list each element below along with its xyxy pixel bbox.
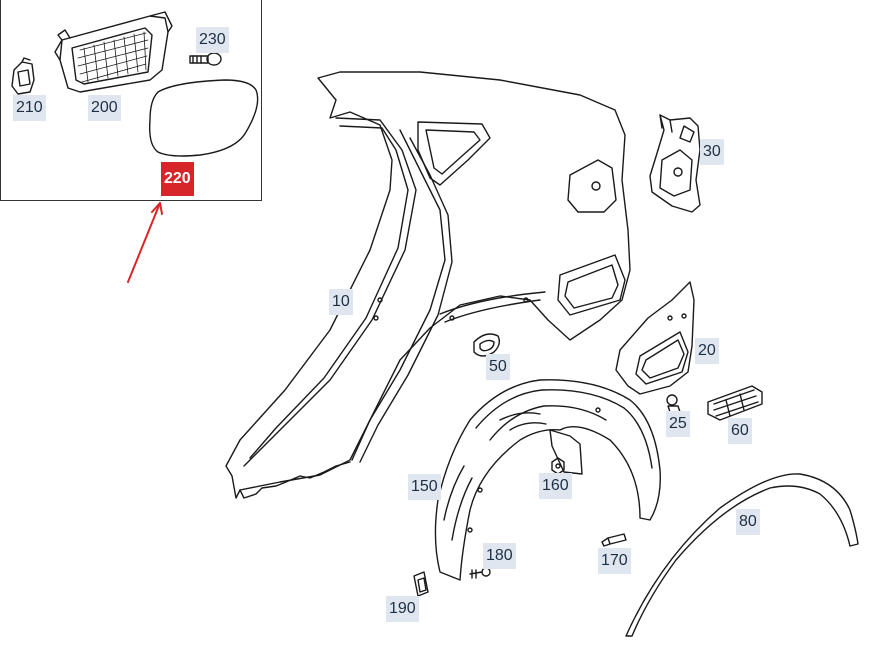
callout-50[interactable]: 50 (486, 354, 510, 380)
callout-220-highlighted[interactable]: 220 (161, 162, 194, 196)
callout-200[interactable]: 200 (88, 95, 121, 121)
fuel-door-inset-frame (0, 0, 262, 201)
callout-25[interactable]: 25 (666, 411, 690, 437)
callout-10[interactable]: 10 (329, 289, 353, 315)
part-80-wheel-arch-trim (625, 473, 859, 637)
part-60-vent (707, 385, 763, 421)
callout-80[interactable]: 80 (736, 509, 760, 535)
callout-230[interactable]: 230 (196, 27, 229, 53)
part-230-bolt (189, 52, 222, 66)
part-150-wheel-arch-liner (434, 379, 661, 581)
part-160-nut (551, 457, 565, 475)
part-25-clip (666, 394, 681, 413)
callout-180[interactable]: 180 (483, 543, 516, 569)
part-180-screw (469, 567, 491, 579)
part-210-actuator (11, 57, 35, 95)
callout-150[interactable]: 150 (408, 474, 441, 500)
part-10-rear-side-panel (225, 71, 631, 499)
part-50-grommet (473, 333, 501, 357)
part-190-clip (413, 571, 429, 597)
part-30-bracket (649, 114, 701, 213)
part-170-screw (601, 533, 627, 547)
part-200-fuel-filler-housing (54, 11, 173, 93)
part-20-inner-panel (615, 281, 695, 395)
callout-20[interactable]: 20 (695, 338, 719, 364)
highlight-arrow (127, 202, 163, 283)
callout-160[interactable]: 160 (539, 473, 572, 499)
callout-210[interactable]: 210 (13, 95, 46, 121)
callout-170[interactable]: 170 (598, 548, 631, 574)
callout-60[interactable]: 60 (728, 418, 752, 444)
callout-30[interactable]: 30 (700, 139, 724, 165)
part-220-fuel-door-cover (148, 79, 259, 157)
callout-190[interactable]: 190 (386, 596, 419, 622)
